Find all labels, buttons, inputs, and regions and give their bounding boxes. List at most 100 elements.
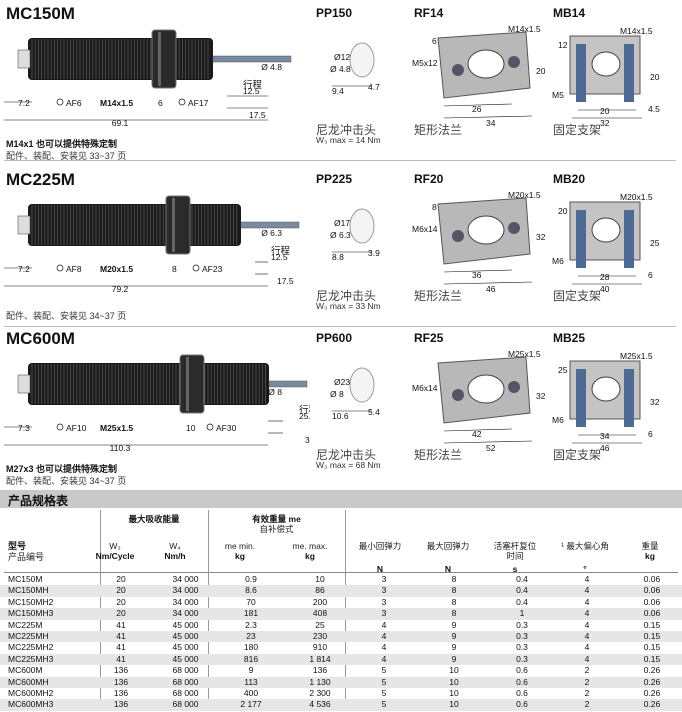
table-cell: 8 — [451, 574, 457, 584]
table-cell: 34 000 — [172, 585, 199, 596]
dim-stroke-label: 行程 — [271, 245, 291, 257]
table-cell: 10 — [449, 665, 459, 676]
table-cell: 68 000 — [172, 665, 199, 676]
table-cell: 45 000 — [172, 653, 199, 664]
rf-dim-screw: M6x14 — [412, 224, 438, 234]
dim-af2: AF17 — [188, 98, 209, 108]
dim-rod: Ø 8 — [268, 387, 282, 397]
threaded-body — [28, 363, 269, 405]
screw-icon — [508, 222, 520, 234]
dim-line — [443, 115, 533, 119]
table-cell: 1 130 — [309, 676, 331, 687]
table-cell: 70 — [246, 596, 256, 607]
model-title: MC150M — [6, 4, 75, 23]
table-cell: 400 — [243, 688, 259, 698]
piston-rod — [212, 55, 292, 63]
table-cell: MC150MH2 — [8, 596, 54, 607]
table-cell: 45 000 — [172, 619, 199, 630]
pp-caption: 尼龙冲击头 — [316, 123, 377, 137]
table-cell: 20 — [116, 585, 126, 596]
table-cell: MC600MH3 — [8, 699, 54, 710]
col-reset: 活塞杆复位时间 — [493, 541, 537, 561]
mb-dim-w2: 46 — [600, 443, 610, 453]
col-w3-unit: Nm/Cycle — [95, 551, 135, 561]
rf-dim-screw: M6x14 — [412, 383, 438, 393]
nut-highlight — [158, 32, 161, 86]
table-cell: 4 — [584, 653, 590, 664]
table-cell: 5 — [381, 676, 387, 687]
table-cell: 45 000 — [172, 631, 199, 641]
table-cell: 0.26 — [643, 688, 661, 698]
col-memax-unit: kg — [305, 551, 315, 561]
pp-caption: 尼龙冲击头 — [316, 289, 377, 303]
col-fmin-unit: N — [376, 564, 384, 574]
spec-table-header-bar: 产品规格表 — [0, 490, 682, 508]
group-mass-header: 有效重量 me — [252, 514, 301, 524]
nylon-head-icon — [349, 42, 375, 78]
table-cell: 0.26 — [643, 665, 661, 676]
table-cell: 86 — [315, 585, 325, 596]
col-fmax: 最大回弹力 — [426, 541, 470, 551]
table-cell: 0.26 — [643, 699, 661, 710]
table-cell: 4 — [584, 585, 590, 596]
dim-total: 110.3 — [110, 443, 131, 453]
dim-thread: M25x1.5 — [100, 423, 133, 433]
rf-caption: 矩形法兰 — [414, 123, 463, 137]
table-cell: 5 — [381, 688, 387, 698]
table-cell: 4 — [584, 574, 590, 584]
rf-dim-w1: 26 — [472, 104, 482, 114]
bolt-icon — [624, 369, 634, 427]
dim-rod: Ø 4.8 — [261, 62, 282, 72]
dim-end: 17.5 — [277, 276, 294, 286]
mb-dim-w1: 34 — [600, 431, 610, 441]
table-cell: 3 — [381, 585, 387, 596]
mb-dim-screw: M6 — [552, 415, 564, 425]
table-cell: 181 — [243, 608, 259, 619]
mb-dim-screw: M6 — [552, 256, 564, 266]
bolt-icon — [624, 44, 634, 102]
col-angle: ¹ 最大偏心角 — [561, 541, 609, 551]
mb-dim-w1: 20 — [600, 106, 610, 116]
pp-dim-h2: 3.9 — [368, 248, 380, 258]
pp-dim-h1: 10.6 — [332, 411, 349, 421]
rf-caption: 矩形法兰 — [414, 448, 463, 462]
table-cell: 2 — [584, 688, 590, 698]
section-divider — [4, 160, 676, 161]
table-cell: 0.4 — [516, 574, 528, 584]
rf-dim-w1: 42 — [472, 429, 482, 439]
marker-circle — [56, 264, 64, 272]
pp-dim-inner: Ø 4.8 — [330, 64, 351, 74]
end-cap — [17, 49, 31, 69]
bracket-hole — [591, 217, 621, 243]
pp-dim-inner: Ø 6.3 — [330, 230, 351, 240]
pp-title: PP225 — [316, 172, 353, 186]
table-cell: 3 — [381, 608, 387, 619]
table-cell: 4 — [584, 631, 590, 641]
dim-stroke: 25.4 — [299, 411, 310, 421]
mb-caption: 固定支架 — [553, 123, 602, 137]
table-cell: 8 — [451, 585, 457, 596]
table-cell: 113 — [244, 676, 258, 687]
marker-circle — [56, 423, 64, 431]
table-cell: 2 — [584, 699, 590, 710]
dim-stroke-label: 行程 — [299, 404, 310, 416]
col-fmin: 最小回弹力 — [358, 541, 402, 551]
model-title: MC225M — [6, 170, 75, 189]
table-cell: 4 — [584, 619, 590, 630]
dim-line — [443, 440, 533, 444]
table-cell: 5 — [381, 665, 387, 676]
table-cell: 408 — [312, 608, 328, 619]
table-cell: 136 — [113, 688, 129, 698]
bolt-icon — [624, 210, 634, 268]
table-cell: 230 — [312, 631, 328, 641]
